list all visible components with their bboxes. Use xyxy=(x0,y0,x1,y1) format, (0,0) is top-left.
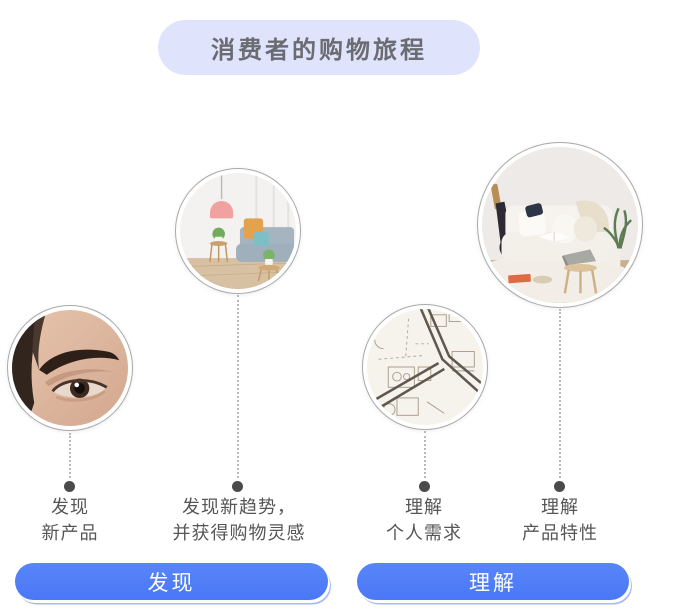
living-room-photo xyxy=(180,173,296,289)
floor-plan-photo xyxy=(367,309,483,425)
white-sofa-photo xyxy=(482,147,638,303)
connector-dot xyxy=(232,481,243,492)
eye-close-up-photo xyxy=(12,310,128,426)
connector-line xyxy=(237,295,239,478)
stage-label-line: 个人需求 xyxy=(386,523,462,543)
connector-line xyxy=(559,309,561,478)
stage-label-line: 产品特性 xyxy=(522,523,598,543)
stage-label-line: 并获得购物灵感 xyxy=(172,523,306,543)
connector-dot xyxy=(554,481,565,492)
stage-photo-living-room xyxy=(175,168,301,294)
diagram-title: 消费者的购物旅程 xyxy=(158,20,480,75)
phase-button-discover[interactable]: 发现 xyxy=(15,563,328,600)
stage-label-line: 发现新趋势， xyxy=(182,497,296,517)
connector-dot xyxy=(419,481,430,492)
stage-photo-floor-plan xyxy=(362,304,488,430)
stage-label-discover-new-products: 发现 新产品 xyxy=(0,494,170,546)
stage-label-line: 理解 xyxy=(405,497,443,517)
connector-line xyxy=(424,431,426,478)
stage-photo-eye xyxy=(7,305,133,431)
connector-dot xyxy=(64,481,75,492)
connector-line xyxy=(69,433,71,478)
stage-label-line: 新产品 xyxy=(41,523,99,543)
stage-label-product-features: 理解 产品特性 xyxy=(460,494,660,546)
diagram-title-text: 消费者的购物旅程 xyxy=(211,37,427,64)
phase-button-understand[interactable]: 理解 xyxy=(357,563,629,600)
stage-label-line: 理解 xyxy=(541,497,579,517)
stage-label-line: 发现 xyxy=(51,497,89,517)
phase-button-label: 发现 xyxy=(147,571,196,595)
stage-photo-white-sofa xyxy=(477,142,643,308)
phase-button-label: 理解 xyxy=(469,571,517,595)
stage-label-discover-trends: 发现新趋势， 并获得购物灵感 xyxy=(139,494,339,546)
stage-label-personal-needs: 理解 个人需求 xyxy=(324,494,524,546)
